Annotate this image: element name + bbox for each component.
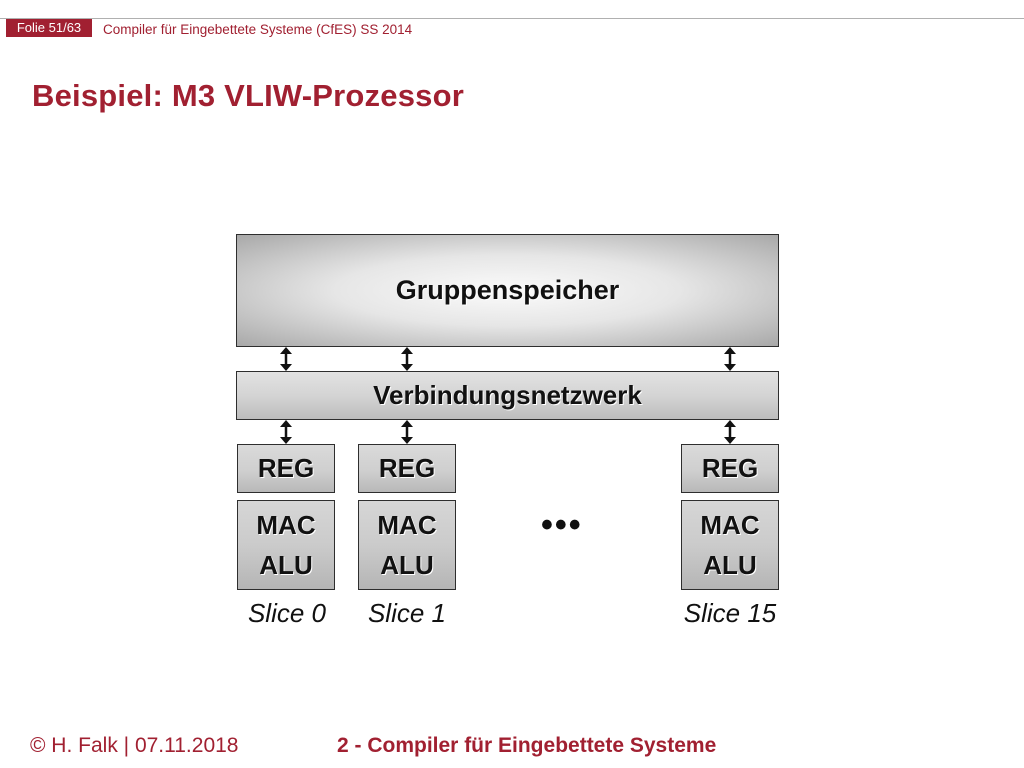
slice-15-mac-alu-box: MAC ALU [681,500,779,590]
bidirectional-arrow-icon [278,345,294,373]
bidirectional-arrow-icon [278,418,294,446]
interconnect-network-box: Verbindungsnetzwerk [236,371,779,420]
slice-1-register-label: REG [378,453,436,483]
interconnect-network-label: Verbindungsnetzwerk [373,380,642,410]
footer-chapter: 2 - Compiler für Eingebettete Systeme [337,734,717,757]
slice-0-mac-label: MAC [256,510,316,540]
slide-number-badge: Folie 51/63 [6,19,92,37]
bidirectional-arrow-icon [399,418,415,446]
slice-0-mac-alu-box: MAC ALU [237,500,335,590]
footer-author-date: © H. Falk | 07.11.2018 [30,734,239,757]
more-slices-ellipsis: ••• [541,506,583,544]
header-rule [0,18,1024,19]
slice-1-mac-label: MAC [377,510,437,540]
slice-0-register-label: REG [257,453,315,483]
slice-1-register-box: REG [358,444,456,493]
slice-0-register-box: REG [237,444,335,493]
slice-15-alu-label: ALU [703,550,757,580]
slice-1-label: Slice 1 [367,598,447,628]
slice-15-register-box: REG [681,444,779,493]
course-title: Compiler für Eingebettete Systeme (CfES)… [103,22,413,37]
slice-0-label: Slice 0 [247,598,327,628]
bidirectional-arrow-icon [722,345,738,373]
slice-15-register-label: REG [701,453,759,483]
group-memory-box: Gruppenspeicher [236,234,779,347]
slice-15-label: Slice 15 [683,598,777,628]
slice-1-alu-label: ALU [380,550,434,580]
bidirectional-arrow-icon [399,345,415,373]
slide-title: Beispiel: M3 VLIW-Prozessor [32,78,464,113]
bidirectional-arrow-icon [722,418,738,446]
slice-0-alu-label: ALU [259,550,313,580]
slice-15-mac-label: MAC [700,510,760,540]
group-memory-label: Gruppenspeicher [395,275,620,305]
slice-1-mac-alu-box: MAC ALU [358,500,456,590]
